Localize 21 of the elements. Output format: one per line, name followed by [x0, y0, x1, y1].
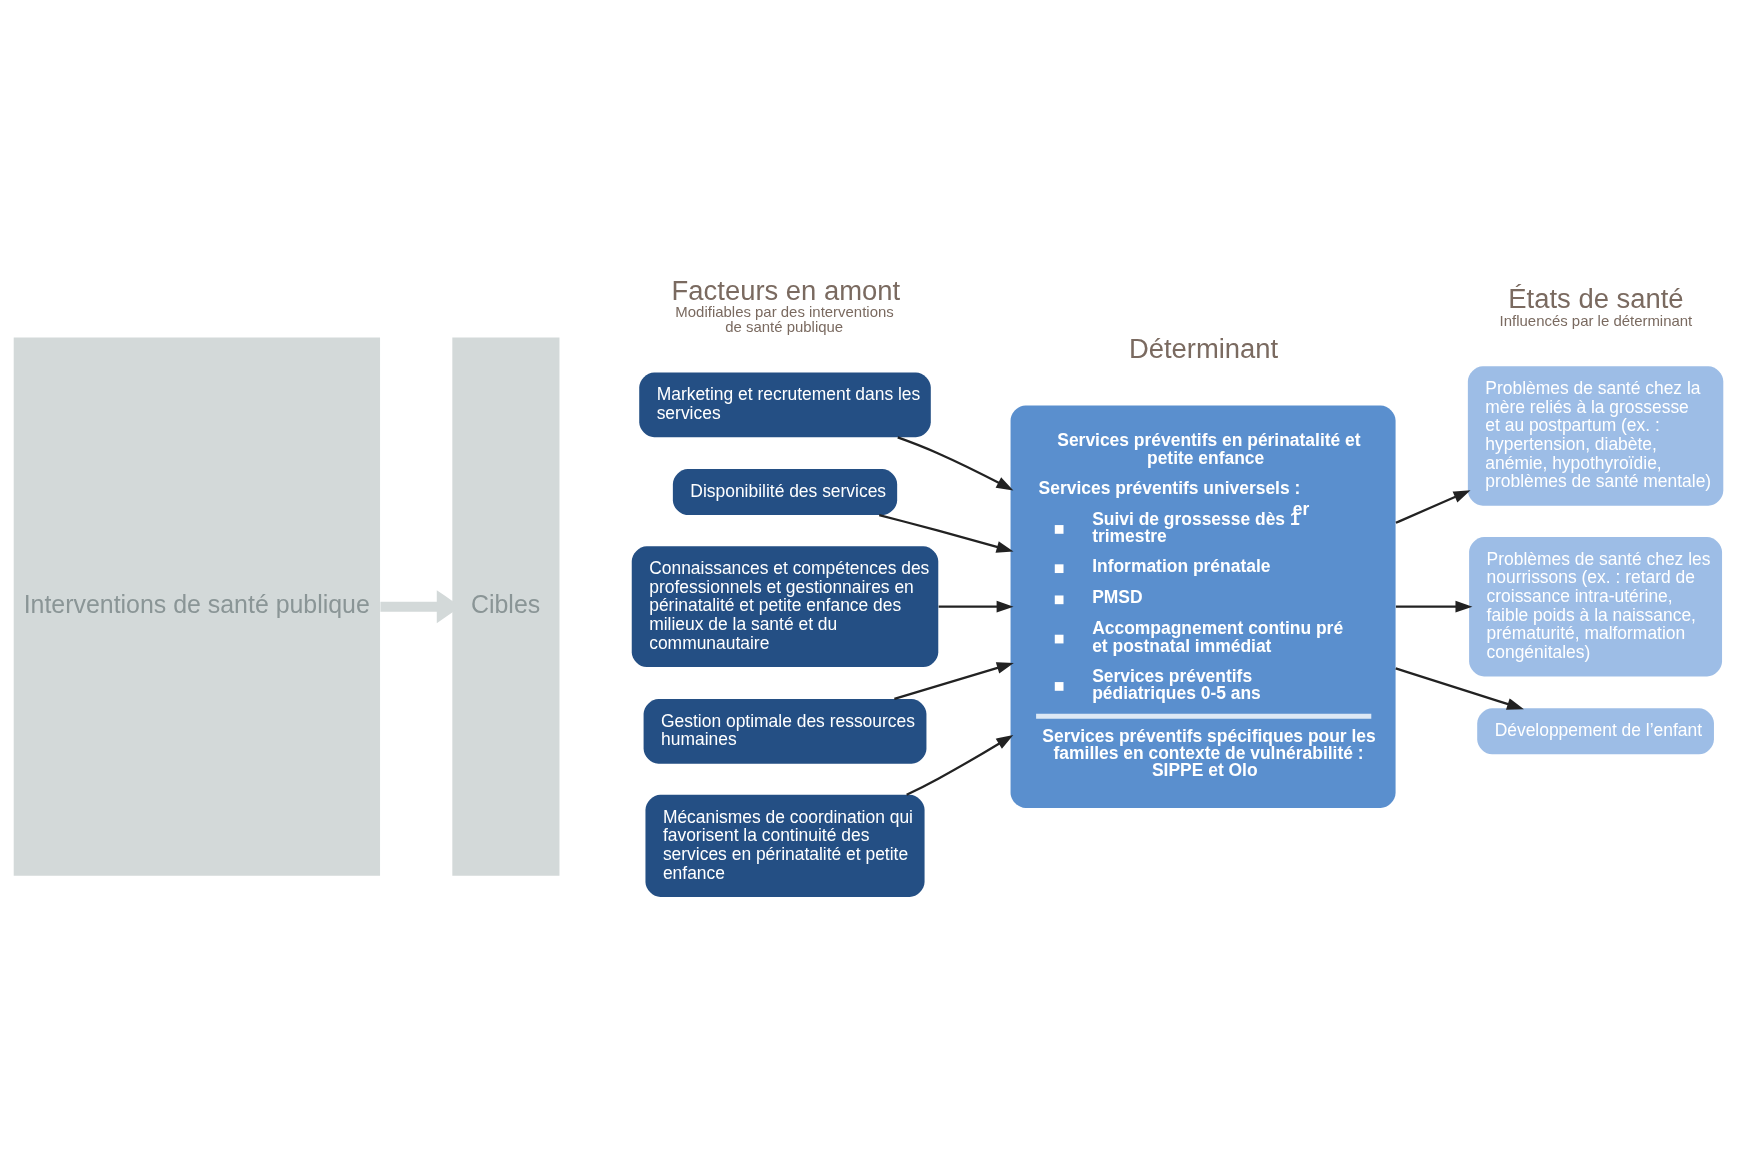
node-box: Interventions de santé publique — [13, 337, 381, 876]
node-box: Problèmes de santé chez la mère reliés à la grossesse et au postpartum (ex. : hypertension, diabète, anémie, hypothyroïdie, problèmes de santé mentale) — [1467, 365, 1724, 506]
arrow — [897, 435, 1014, 491]
node-box: Disponibilité des services — [672, 468, 898, 515]
arrow — [938, 600, 1014, 613]
arrow — [878, 513, 1014, 553]
node-box: Connaissances et compétences des professionnels et gestionnaires en périnatalité et petite enfance des milieux de la santé et du communautaire — [631, 545, 939, 667]
label: États de santé — [1508, 282, 1684, 314]
arrow — [1395, 666, 1524, 710]
node-box: Marketing et recrutement dans les services — [639, 371, 931, 437]
arrow — [1395, 489, 1471, 524]
arrow — [906, 734, 1014, 796]
node-box: Développement de l’enfant — [1477, 707, 1714, 754]
node-box: Problèmes de santé chez les nourrissons (ex. : retard de croissance intra-utérine, faible poids à la naissance, prématurité, malformation congénitales) — [1469, 536, 1723, 676]
label: Influencés par le déterminant — [1499, 311, 1693, 329]
node-box: Cibles — [452, 337, 560, 876]
arrow — [1395, 600, 1473, 613]
label: Déterminant — [1128, 332, 1279, 364]
arrow — [894, 661, 1014, 700]
node-box: Mécanismes de coordination qui favorisent la continuité des services en périnatalité et petite enfance — [645, 794, 925, 897]
node-box: Gestion optimale des ressources humaines — [643, 698, 927, 764]
